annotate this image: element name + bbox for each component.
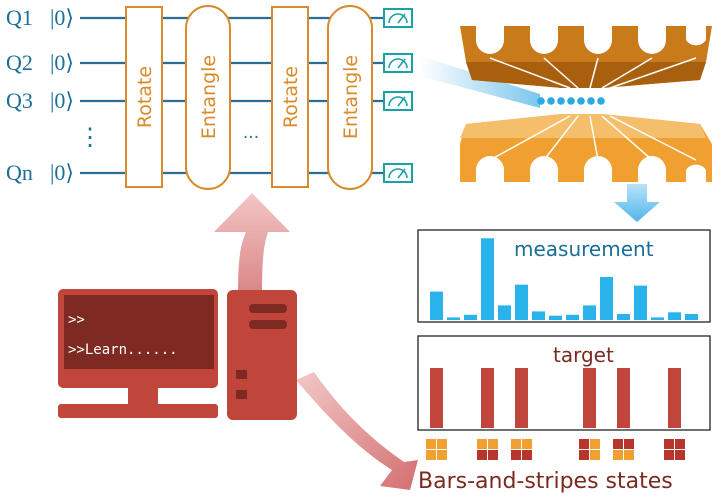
measurement-chart-title: measurement	[514, 237, 654, 261]
quantum-circuit: Rotate Entangle Rotate Entangle ... Q1 |…	[6, 5, 413, 190]
tower-button-1	[236, 370, 247, 379]
target-bar	[617, 368, 630, 428]
drive-slot-2	[249, 320, 287, 329]
bas-pattern-icon	[579, 439, 600, 460]
feedback-arrow-up	[214, 193, 290, 312]
target-bar	[515, 368, 528, 428]
target-bar	[583, 368, 596, 428]
meter-icon-q1	[383, 8, 413, 28]
readout-arrow	[614, 184, 660, 222]
meter-icon-qn	[383, 163, 413, 183]
measurement-bar	[532, 311, 545, 320]
entangle-label-1: Entangle	[198, 55, 220, 139]
ion-trap	[420, 26, 712, 222]
qubit-ket-qn: |0⟩	[50, 160, 74, 185]
qubit-label-qn: Qn	[6, 160, 33, 185]
measurement-bar	[617, 314, 630, 320]
bas-pattern-icon	[613, 439, 634, 460]
bars-and-stripes-patterns	[426, 439, 685, 460]
drive-slot-1	[249, 304, 287, 313]
target-chart-frame	[417, 335, 711, 431]
feedback-arrow-curve	[296, 372, 418, 490]
measurement-bar	[447, 317, 460, 320]
entangle-gate-2	[327, 5, 373, 190]
measurement-bar	[685, 314, 698, 320]
rotate-label-1: Rotate	[134, 66, 156, 128]
target-bar	[430, 368, 443, 428]
qubit-label-q3: Q3	[6, 88, 33, 113]
bars-and-stripes-label: Bars-and-stripes states	[418, 469, 673, 494]
bas-pattern-icon	[426, 439, 447, 460]
bas-pattern-icon	[477, 439, 498, 460]
target-chart: target	[417, 335, 711, 431]
monitor-base	[58, 404, 218, 418]
computer: >> >>Learn......	[58, 289, 297, 420]
measurement-bar	[566, 314, 579, 320]
measurement-bar	[498, 305, 511, 320]
measurement-bar	[634, 285, 647, 320]
qubit-vertical-dots: ⋮	[78, 125, 102, 151]
monitor-stand	[128, 388, 158, 404]
ion-chain	[537, 97, 605, 105]
measurement-bar	[668, 312, 681, 320]
measurement-bar	[651, 317, 664, 320]
tower-button-2	[236, 390, 247, 399]
measurement-chart: measurement	[417, 229, 711, 323]
qubit-ket-q1: |0⟩	[50, 5, 74, 30]
rotate-gate-2	[271, 6, 309, 188]
laser-beam	[420, 56, 540, 108]
bas-pattern-icon	[664, 439, 685, 460]
meter-icon-q3	[383, 91, 413, 111]
qubit-label-q1: Q1	[6, 5, 33, 30]
entangle-gate-1	[185, 5, 231, 190]
bas-pattern-icon	[511, 439, 532, 460]
measurement-bar	[583, 305, 596, 320]
rotate-gate-1	[125, 6, 163, 188]
measurement-chart-frame	[417, 229, 711, 323]
qubit-ket-q3: |0⟩	[50, 88, 74, 113]
qubit-label-q2: Q2	[6, 50, 33, 75]
target-bar	[481, 368, 494, 428]
terminal-line-1: >>	[68, 312, 85, 328]
measurement-bar	[515, 284, 528, 320]
target-bar	[668, 368, 681, 428]
gate-ellipsis: ...	[243, 123, 259, 143]
measurement-bar	[464, 314, 477, 320]
rotate-label-2: Rotate	[280, 66, 302, 128]
measurement-bar	[600, 277, 613, 320]
monitor-screen	[64, 295, 214, 369]
entangle-label-2: Entangle	[340, 55, 362, 139]
meter-icon-q2	[383, 53, 413, 73]
measurement-bar	[481, 238, 494, 320]
measurement-bar	[430, 291, 443, 320]
qubit-ket-q2: |0⟩	[50, 50, 74, 75]
target-chart-title: target	[553, 343, 614, 367]
measurement-bar	[549, 315, 562, 320]
terminal-line-2: >>Learn......	[68, 342, 178, 358]
